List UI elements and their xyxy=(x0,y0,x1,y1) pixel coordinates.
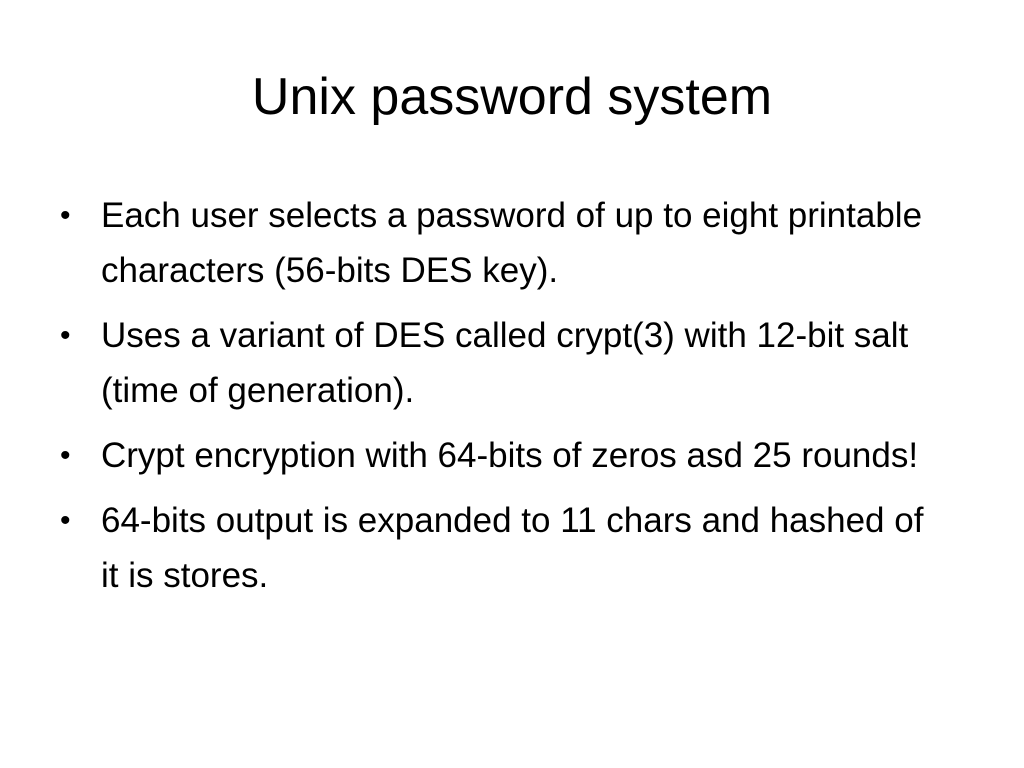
bullet-text: Uses a variant of DES called crypt(3) wi… xyxy=(101,316,909,410)
bullet-icon: • xyxy=(60,504,71,537)
bullet-item-crypt-encryption: • Crypt encryption with 64-bits of zeros… xyxy=(58,428,948,483)
bullet-item-output-expansion: • 64-bits output is expanded to 11 chars… xyxy=(58,493,948,603)
bullet-text: Crypt encryption with 64-bits of zeros a… xyxy=(101,436,919,475)
bullet-item-crypt-variant: • Uses a variant of DES called crypt(3) … xyxy=(58,308,948,418)
bullet-icon: • xyxy=(60,319,71,352)
bullet-text: Each user selects a password of up to ei… xyxy=(101,196,923,290)
bullet-icon: • xyxy=(60,199,71,232)
bullet-icon: • xyxy=(60,439,71,472)
bullet-item-salt-password: • Each user selects a password of up to … xyxy=(58,188,948,298)
bullet-list: • Each user selects a password of up to … xyxy=(58,188,948,613)
slide-title: Unix password system xyxy=(251,68,773,126)
bullet-text: 64-bits output is expanded to 11 chars a… xyxy=(101,501,924,595)
